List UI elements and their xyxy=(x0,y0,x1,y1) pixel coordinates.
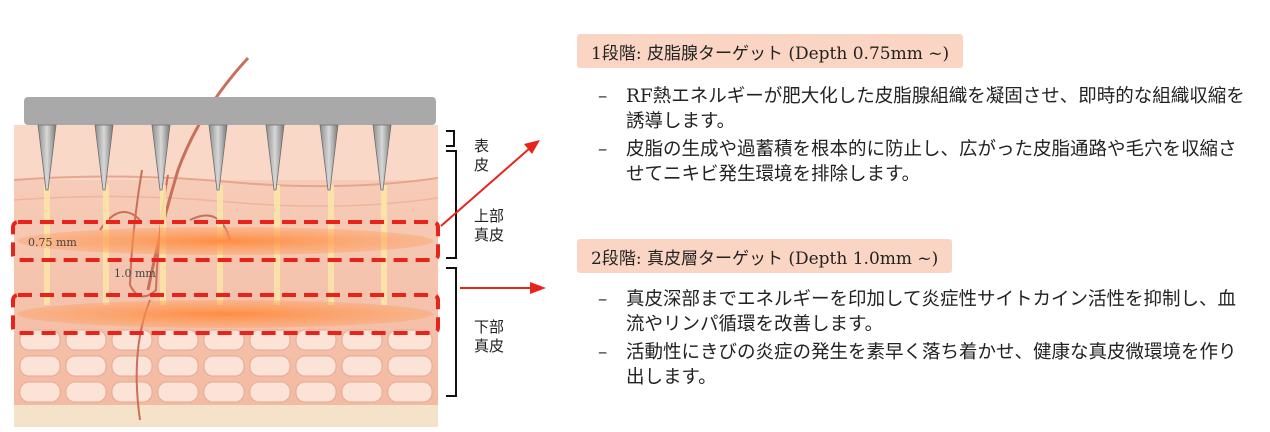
bullet-marker: – xyxy=(598,139,608,160)
bullet-text: 皮脂の生成や過蓄積を根本的に防止し、広がった皮脂通路や毛穴を収縮させてニキビ発生… xyxy=(626,139,1237,185)
shallow-energy-band xyxy=(17,227,433,255)
skin-needle-illustration xyxy=(11,56,546,427)
step2-title: 2段階: 真皮層ターゲット (Depth 1.0mm ~) xyxy=(577,239,953,273)
list-item: – 皮脂の生成や過蓄積を根本的に防止し、広がった皮脂通路や毛穴を収縮させてニキビ… xyxy=(598,137,1248,187)
list-item: – 真皮深部までエネルギーを印加して炎症性サイトカイン活性を抑制し、血流やリンパ… xyxy=(598,287,1248,337)
step1-title: 1段階: 皮脂腺ターゲット (Depth 0.75mm ~) xyxy=(577,34,964,68)
list-item: – 活動性にきびの炎症の発生を素早く落ち着かせ、健康な真皮微環境を作り出します。 xyxy=(598,340,1248,390)
layer-label-upper-dermis: 上部 真皮 xyxy=(474,207,505,244)
needle-plate xyxy=(24,97,436,125)
layer-label-lower-dermis: 下部 真皮 xyxy=(474,318,505,355)
step1-bullets: – RF熱エネルギーが肥大化した皮脂腺組織を凝固させ、即時的な組織収縮を誘導しま… xyxy=(598,84,1248,190)
depth-label-deep: 1.0 mm xyxy=(114,267,156,280)
deep-target-box xyxy=(11,293,440,335)
depth-label-shallow: 0.75 mm xyxy=(28,236,77,249)
deep-energy-band xyxy=(17,300,433,328)
bullet-text: 真皮深部までエネルギーを印加して炎症性サイトカイン活性を抑制し、血流やリンパ循環… xyxy=(626,289,1236,335)
bullet-text: RF熱エネルギーが肥大化した皮脂腺組織を凝固させ、即時的な組織収縮を誘導します。 xyxy=(626,86,1245,132)
shallow-target-box xyxy=(11,220,440,262)
bullet-text: 活動性にきびの炎症の発生を素早く落ち着かせ、健康な真皮微環境を作り出します。 xyxy=(626,342,1237,388)
step2-bullets: – 真皮深部までエネルギーを印加して炎症性サイトカイン活性を抑制し、血流やリンパ… xyxy=(598,287,1248,393)
needles xyxy=(37,124,392,191)
bullet-marker: – xyxy=(598,289,608,310)
skin-block xyxy=(13,125,439,427)
arrows xyxy=(440,140,546,294)
layer-brackets xyxy=(446,130,457,397)
bullet-marker: – xyxy=(598,86,608,107)
layer-label-epidermis: 表 皮 xyxy=(474,137,490,174)
bullet-marker: – xyxy=(598,342,608,363)
list-item: – RF熱エネルギーが肥大化した皮脂腺組織を凝固させ、即時的な組織収縮を誘導しま… xyxy=(598,84,1248,134)
